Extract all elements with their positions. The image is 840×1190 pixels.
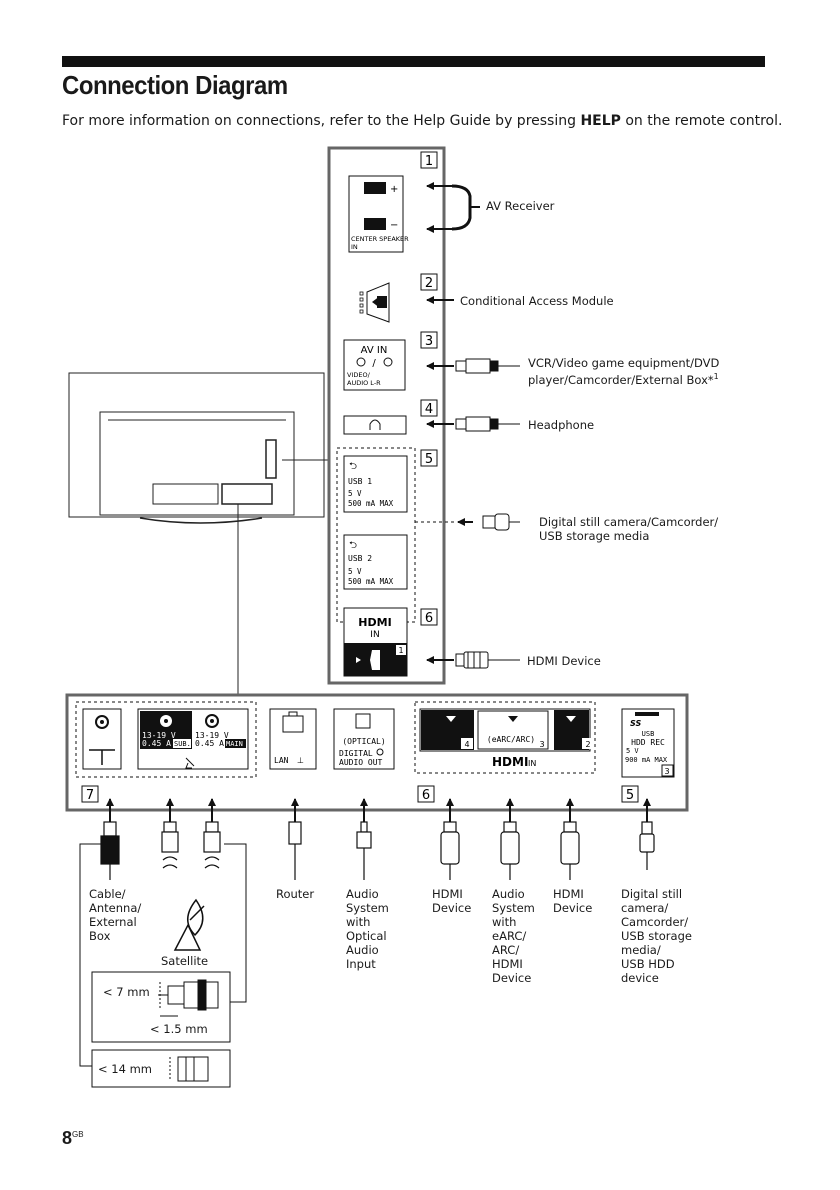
label-vcr: VCR/Video game equipment/DVD player/Camc… — [528, 356, 720, 387]
side-badge-6: 6 — [425, 611, 433, 626]
bottom-terminal-panel: 13-19 V 0.45 A SUB. 13-19 V 0.45 A MAIN … — [65, 693, 689, 812]
svg-text:5 V: 5 V — [348, 489, 362, 498]
svg-text:HDD REC: HDD REC — [631, 738, 665, 747]
optical-out-port: (OPTICAL) DIGITAL AUDIO OUT — [333, 708, 395, 770]
hdmi1-port: HDMI IN 1 — [343, 607, 408, 677]
svg-text:900 mA MAX: 900 mA MAX — [625, 756, 668, 764]
svg-text:MAIN: MAIN — [226, 740, 243, 748]
usb2-port: ⮌ USB 2 5 V 500 mA MAX — [343, 534, 408, 590]
usb3-hdd-port: SS USB HDD REC 5 V 900 mA MAX 3 — [621, 708, 675, 778]
side-badge-5: 5 — [425, 452, 433, 467]
svg-text:AUDIO L-R: AUDIO L-R — [347, 379, 381, 387]
svg-text:+: + — [390, 184, 398, 195]
headphone-jack — [343, 415, 407, 435]
svg-text:USB 1: USB 1 — [348, 477, 372, 486]
hdmi-bottom-ports: 4 (eARC/ARC) 3 2 HDMI IN — [419, 708, 594, 769]
svg-text:(eARC/ARC): (eARC/ARC) — [487, 735, 535, 744]
side-badge-2: 2 — [425, 276, 433, 291]
svg-text:5 V: 5 V — [626, 747, 639, 755]
intro-text: For more information on connections, ref… — [62, 113, 783, 129]
bottom-plugs — [100, 821, 655, 880]
satellite-dish-icon — [173, 898, 205, 951]
svg-text:−: − — [390, 220, 398, 231]
svg-text:CENTER SPEAKER: CENTER SPEAKER — [351, 235, 409, 243]
svg-text:HDMI: HDMI — [358, 616, 391, 629]
headphone-plug — [455, 416, 520, 432]
usb1-port: ⮌ USB 1 5 V 500 mA MAX — [343, 455, 408, 513]
bottom-badge-5: 5 — [626, 788, 634, 803]
label-headphone: Headphone — [528, 418, 595, 432]
bottom-badge-6: 6 — [422, 788, 430, 803]
note-lt-7mm: < 7 mm — [103, 985, 150, 999]
svg-text:5 V: 5 V — [348, 567, 362, 576]
av-mini-plug — [455, 358, 520, 374]
rf-antenna-terminal — [82, 708, 122, 770]
lan-port: LAN ⊥ — [269, 708, 317, 770]
usb-plug-side — [482, 513, 520, 531]
label-av-receiver: AV Receiver — [486, 199, 555, 213]
svg-text:500 mA MAX: 500 mA MAX — [348, 577, 394, 586]
tv-rear-illustration — [68, 372, 330, 695]
svg-text:13-19 V: 13-19 V — [142, 731, 176, 740]
svg-text:USB 2: USB 2 — [348, 554, 372, 563]
page-number: 8GB — [62, 1128, 84, 1148]
help-key: HELP — [580, 113, 621, 129]
label-router: Router — [276, 887, 315, 901]
svg-text:AV IN: AV IN — [361, 345, 388, 356]
label-usb-devices: Digital still camera/Camcorder/ USB stor… — [539, 515, 719, 543]
svg-text:SUB.: SUB. — [174, 740, 191, 748]
page-title: Connection Diagram — [62, 70, 288, 100]
label-cam: Conditional Access Module — [460, 294, 614, 308]
title-rule — [62, 56, 765, 67]
sat-connector-detail — [91, 971, 231, 1043]
svg-text:4: 4 — [464, 740, 469, 749]
svg-text:13-19 V: 13-19 V — [195, 731, 229, 740]
svg-text:AUDIO OUT: AUDIO OUT — [339, 758, 383, 767]
side-badge-1: 1 — [425, 154, 433, 169]
svg-text:3: 3 — [664, 767, 669, 776]
svg-text:IN: IN — [528, 759, 536, 768]
label-satellite: Satellite — [161, 954, 209, 968]
svg-text:SS: SS — [630, 719, 641, 728]
svg-text:HDMI: HDMI — [492, 755, 528, 769]
svg-text:VIDEO/: VIDEO/ — [347, 371, 371, 379]
bottom-badge-7: 7 — [86, 788, 94, 803]
av-in-terminal: AV IN / VIDEO/ AUDIO L-R — [343, 339, 406, 391]
satellite-terminal: 13-19 V 0.45 A SUB. 13-19 V 0.45 A MAIN — [137, 708, 249, 770]
side-badge-4: 4 — [425, 402, 433, 417]
svg-text:500 mA MAX: 500 mA MAX — [348, 499, 394, 508]
usb-icon: ⮌ — [349, 540, 357, 551]
svg-text:DIGITAL: DIGITAL — [339, 749, 373, 758]
svg-text:IN: IN — [351, 243, 358, 251]
svg-text:3: 3 — [539, 740, 544, 749]
svg-text:USB: USB — [642, 730, 655, 738]
svg-text:(OPTICAL): (OPTICAL) — [342, 737, 385, 746]
svg-text:IN: IN — [370, 630, 379, 640]
note-lt-1-5mm: < 1.5 mm — [150, 1022, 208, 1036]
svg-text:2: 2 — [585, 740, 590, 749]
svg-text:0.45 A: 0.45 A — [195, 739, 224, 748]
svg-text:/: / — [372, 358, 376, 369]
side-badge-3: 3 — [425, 334, 433, 349]
side-terminal-panel: 1 2 3 4 5 6 + − CENTER SPEAKER IN — [327, 146, 520, 685]
network-icon: ⊥ — [297, 756, 304, 765]
usb-icon: ⮌ — [349, 461, 357, 472]
svg-text:0.45 A: 0.45 A — [142, 739, 171, 748]
label-hdmi-device-side: HDMI Device — [527, 654, 601, 668]
svg-text:LAN: LAN — [274, 756, 289, 765]
note-lt-14mm: < 14 mm — [98, 1062, 152, 1076]
cam-slot — [359, 282, 390, 323]
center-speaker-terminal: + − CENTER SPEAKER IN — [348, 175, 409, 253]
hdmi-plug-side — [455, 651, 520, 669]
svg-text:1: 1 — [398, 646, 403, 655]
